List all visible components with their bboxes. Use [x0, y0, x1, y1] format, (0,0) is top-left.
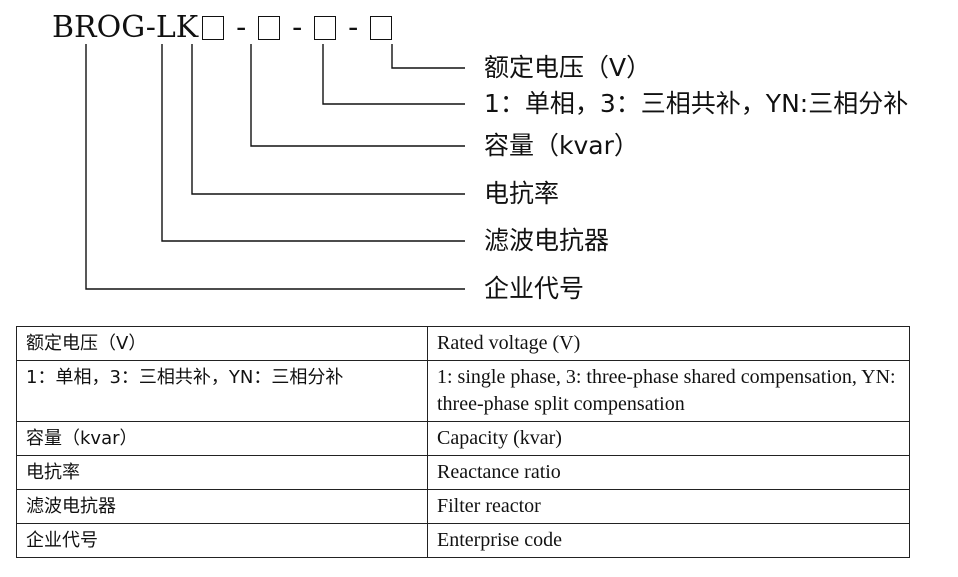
- leader-line-voltage: [391, 44, 465, 69]
- model-code: BROG-LK - - -: [52, 6, 396, 50]
- table-cell-en: 1: single phase, 3: three-phase shared c…: [427, 360, 910, 422]
- leader-line-reactance: [191, 44, 465, 195]
- callout-enterprise: 企业代号: [484, 274, 585, 303]
- leader-lines: [85, 44, 465, 290]
- table-cell-en: Rated voltage (V): [427, 326, 910, 361]
- callout-phase: 1：单相，3：三相共补，YN:三相分补: [484, 89, 909, 118]
- table-row: 企业代号 Enterprise code: [16, 523, 910, 558]
- code-box-phase: [314, 16, 337, 40]
- legend-table: 额定电压（V） Rated voltage (V) 1：单相，3：三相共补，YN…: [16, 326, 910, 558]
- model-prefix: BROG-LK: [52, 10, 199, 45]
- table-cell-zh: 容量（kvar）: [16, 421, 428, 456]
- table-cell-zh: 企业代号: [16, 523, 428, 558]
- table-cell-en: Reactance ratio: [427, 455, 910, 490]
- code-box-capacity: [258, 16, 281, 40]
- leader-line-enterprise: [85, 44, 465, 290]
- code-separator: -: [292, 10, 303, 45]
- callout-reactor: 滤波电抗器: [484, 226, 610, 255]
- table-cell-en: Capacity (kvar): [427, 421, 910, 456]
- callout-voltage: 额定电压（V）: [484, 53, 652, 82]
- callout-reactance: 电抗率: [484, 179, 560, 208]
- table-row: 额定电压（V） Rated voltage (V): [16, 326, 910, 361]
- leader-line-phase: [322, 44, 465, 105]
- code-box-reactance: [202, 16, 225, 40]
- table-cell-zh: 滤波电抗器: [16, 489, 428, 524]
- table-row: 容量（kvar） Capacity (kvar): [16, 421, 910, 456]
- model-code-diagram: BROG-LK - - - 额定电压（V） 1：单相，3：三相共补，YN:三相分…: [52, 6, 909, 303]
- table-cell-en: Filter reactor: [427, 489, 910, 524]
- table-row: 电抗率 Reactance ratio: [16, 455, 910, 490]
- table-row: 滤波电抗器 Filter reactor: [16, 489, 910, 524]
- leader-line-reactor: [161, 44, 465, 242]
- callout-capacity: 容量（kvar）: [484, 131, 639, 160]
- code-separator: -: [236, 10, 247, 45]
- table-cell-en: Enterprise code: [427, 523, 910, 558]
- leader-line-capacity: [250, 44, 465, 147]
- table-cell-zh: 额定电压（V）: [16, 326, 428, 361]
- table-cell-zh: 电抗率: [16, 455, 428, 490]
- code-separator: -: [348, 10, 359, 45]
- table-row: 1：单相，3：三相共补，YN：三相分补 1: single phase, 3: …: [16, 360, 910, 422]
- table-cell-zh: 1：单相，3：三相共补，YN：三相分补: [16, 360, 428, 422]
- code-box-voltage: [370, 16, 393, 40]
